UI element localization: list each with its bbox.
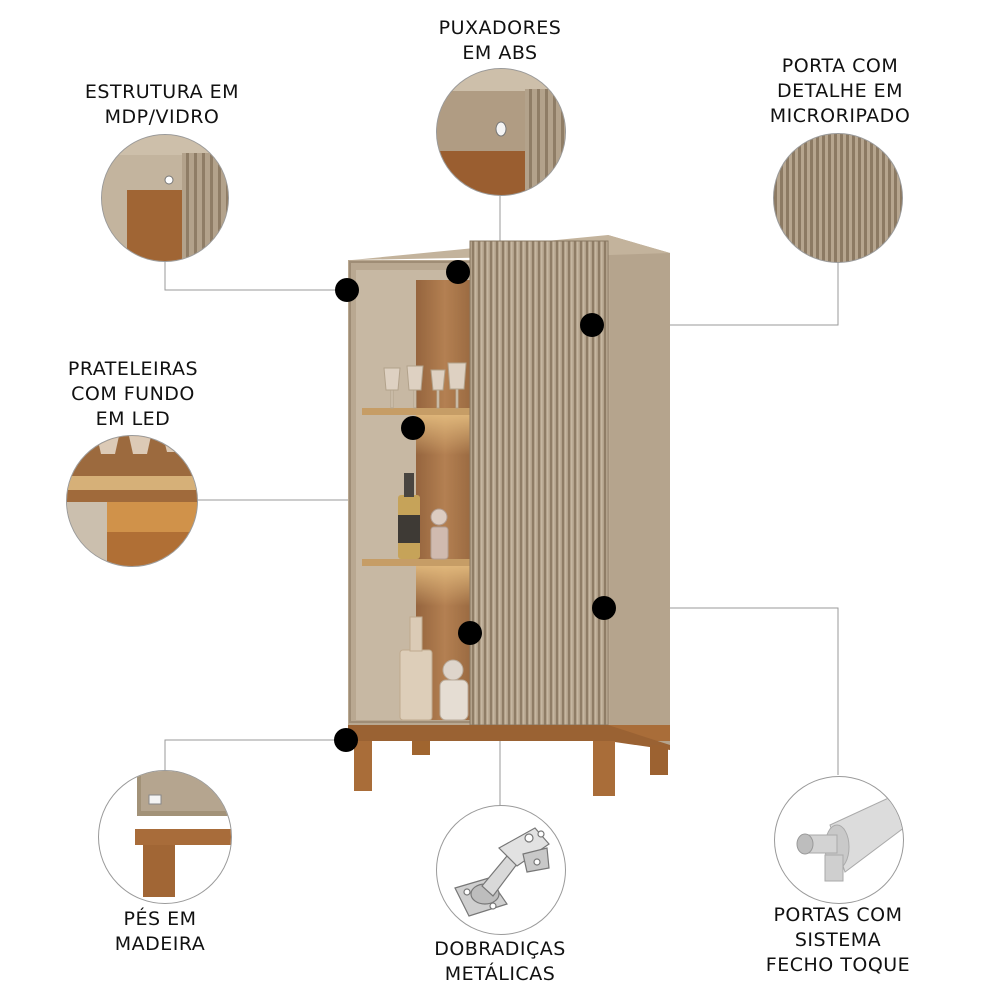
label-dobradicas: DOBRADIÇAS METÁLICAS (415, 937, 585, 987)
label-line: PÉS EM (123, 908, 197, 930)
leader-line-pes (164, 739, 346, 770)
label-line: ESTRUTURA EM (84, 81, 240, 103)
label-porta: PORTA COM DETALHE EM MICRORIPADO (740, 54, 940, 129)
detail-circle-fecho (774, 776, 904, 904)
cabinet-illustration (340, 225, 680, 800)
label-line: FECHO TOQUE (765, 954, 911, 976)
detail-circle-dobradicas (436, 805, 566, 935)
label-fecho: PORTAS COM SISTEMA FECHO TOQUE (738, 903, 938, 978)
marker-dot-dobradicas[interactable] (458, 621, 482, 645)
label-line: DOBRADIÇAS (434, 938, 566, 960)
detail-circle-prateleiras (66, 435, 198, 567)
label-line: PORTAS COM (773, 904, 903, 926)
detail-circle-porta (773, 133, 903, 263)
label-line: EM ABS (462, 42, 538, 64)
label-line: DETALHE EM (776, 80, 904, 102)
detail-circle-estrutura (101, 134, 229, 262)
detail-circle-puxadores (436, 68, 566, 196)
label-line: MADEIRA (114, 933, 206, 955)
label-line: PORTA COM (781, 55, 899, 77)
label-line: MICRORIPADO (769, 105, 911, 127)
marker-dot-pes[interactable] (334, 728, 358, 752)
label-line: COM FUNDO (71, 383, 195, 405)
label-pes: PÉS EM MADEIRA (90, 907, 230, 957)
marker-dot-puxadores[interactable] (446, 260, 470, 284)
marker-dot-estrutura[interactable] (335, 278, 359, 302)
label-estrutura: ESTRUTURA EM MDP/VIDRO (62, 80, 262, 130)
label-line: PRATELEIRAS (67, 358, 199, 380)
label-line: MDP/VIDRO (104, 106, 220, 128)
label-line: METÁLICAS (444, 963, 556, 985)
label-line: SISTEMA (794, 929, 882, 951)
label-puxadores: PUXADORES EM ABS (420, 16, 580, 66)
detail-circle-pes (98, 770, 232, 904)
label-line: EM LED (95, 408, 171, 430)
marker-dot-porta[interactable] (580, 313, 604, 337)
label-prateleiras: PRATELEIRAS COM FUNDO EM LED (48, 357, 218, 432)
label-line: PUXADORES (438, 17, 562, 39)
marker-dot-prateleiras[interactable] (401, 416, 425, 440)
leader-line-fecho (604, 607, 839, 775)
leader-line-estrutura (164, 262, 347, 291)
marker-dot-fecho[interactable] (592, 596, 616, 620)
leader-line-porta (592, 262, 839, 326)
